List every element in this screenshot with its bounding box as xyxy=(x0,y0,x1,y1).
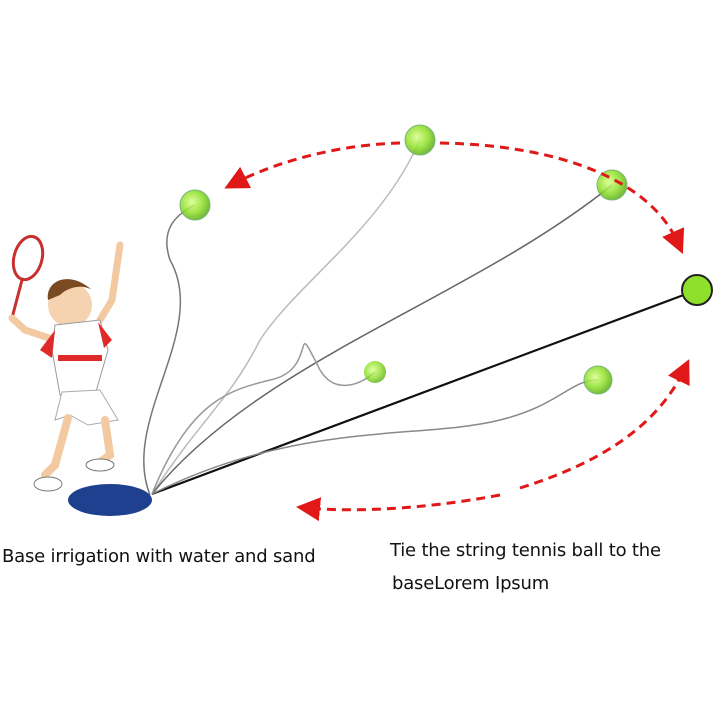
strings xyxy=(143,139,698,496)
base-caption: Base irrigation with water and sand xyxy=(2,546,316,567)
motion-arrows xyxy=(224,141,690,522)
tennis-ball xyxy=(364,361,386,383)
string-2 xyxy=(151,139,421,495)
string-4 xyxy=(151,288,698,496)
shorts xyxy=(54,389,119,426)
right-leg xyxy=(96,416,115,466)
racket-head xyxy=(11,234,45,282)
right-shoe xyxy=(85,458,115,472)
string-6 xyxy=(151,379,599,495)
top-arrow-right xyxy=(439,141,685,254)
base-disc xyxy=(68,484,152,516)
left-leg xyxy=(41,414,72,479)
raised-arm xyxy=(96,241,124,324)
shirt-sleeve-right xyxy=(98,322,112,348)
bottom-arrow-left xyxy=(296,493,501,522)
string-1 xyxy=(143,204,196,496)
balls xyxy=(179,124,713,395)
tennis-ball xyxy=(404,124,436,156)
tennis-ball xyxy=(596,169,628,201)
shirt-sleeve-left xyxy=(40,330,55,358)
string-5 xyxy=(151,343,376,495)
bottom-arrow-right xyxy=(519,359,690,490)
racket-arm xyxy=(8,314,59,344)
string-caption-line1: Tie the string tennis ball to the xyxy=(390,540,661,561)
tennis-ball xyxy=(179,189,211,221)
string-caption-line2: baseLorem Ipsum xyxy=(392,573,550,594)
top-arrow-left xyxy=(224,141,401,189)
tennis-ball xyxy=(583,365,613,395)
tennis-ball xyxy=(681,274,713,306)
string-3 xyxy=(151,184,613,495)
shirt-stripe xyxy=(58,355,102,361)
kid-player-figure xyxy=(8,234,124,492)
left-shoe xyxy=(33,476,63,492)
racket-handle xyxy=(10,279,24,319)
hair xyxy=(47,279,92,300)
